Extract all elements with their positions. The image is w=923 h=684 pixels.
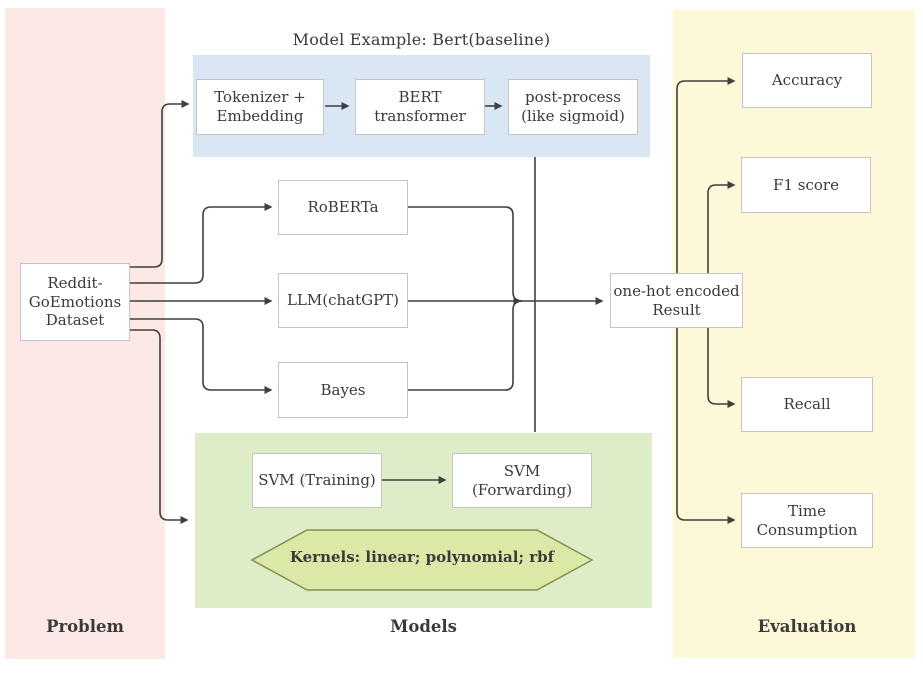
section-label-evaluation: Evaluation bbox=[757, 617, 857, 636]
node-dataset: Reddit- GoEmotions Dataset bbox=[20, 263, 130, 341]
node-bayes: Bayes bbox=[278, 362, 408, 418]
node-llm: LLM(chatGPT) bbox=[278, 273, 408, 328]
node-svm-forwarding: SVM (Forwarding) bbox=[452, 453, 592, 508]
diagram-title: Model Example: Bert(baseline) bbox=[292, 30, 551, 49]
node-f1-score: F1 score bbox=[741, 157, 871, 213]
section-label-models: Models bbox=[390, 617, 457, 636]
connector-bayes-out bbox=[408, 300, 523, 391]
section-label-problem: Problem bbox=[46, 617, 124, 636]
node-time-consumption: Time Consumption bbox=[741, 493, 873, 548]
node-recall: Recall bbox=[741, 377, 873, 432]
connector-roberta-out bbox=[408, 206, 523, 302]
node-bert-transformer: BERT transformer bbox=[355, 79, 485, 135]
node-onehot-result: one-hot encoded Result bbox=[610, 273, 743, 328]
node-tokenizer-embedding: Tokenizer + Embedding bbox=[196, 79, 324, 135]
node-svm-training: SVM (Training) bbox=[252, 453, 382, 508]
node-accuracy: Accuracy bbox=[742, 53, 872, 108]
node-roberta: RoBERTa bbox=[278, 180, 408, 235]
kernels-label: Kernels: linear; polynomial; rbf bbox=[289, 548, 555, 566]
node-postprocess: post-process (like sigmoid) bbox=[508, 79, 638, 135]
